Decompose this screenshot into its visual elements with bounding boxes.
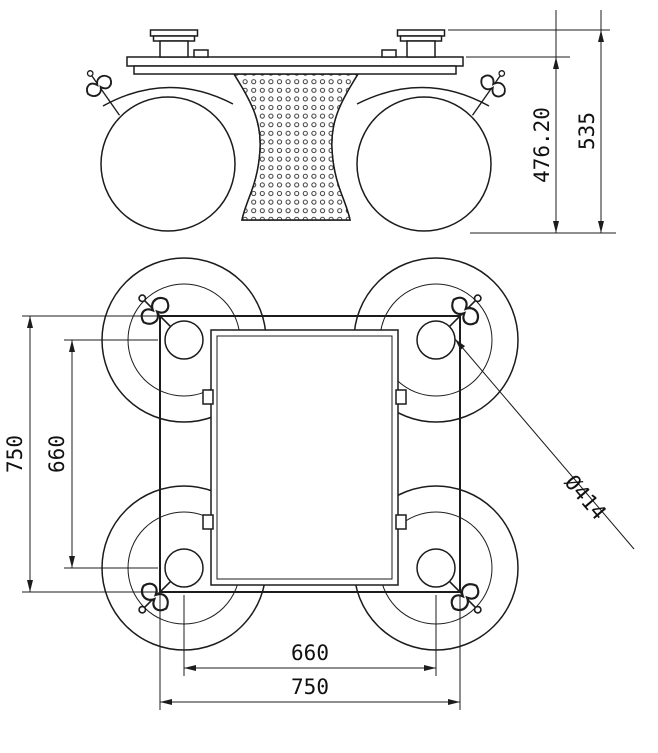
post-hole-top-left	[164, 320, 204, 360]
panel-clip-left-upper	[202, 389, 214, 405]
post-hole-bottom-left	[164, 548, 204, 588]
leader-line-diameter	[454, 338, 635, 550]
lid-clamp-right	[381, 49, 397, 58]
panel-clip-right-upper	[395, 389, 407, 405]
shoulder-arc-left	[102, 86, 234, 107]
vent-pipe-right	[396, 29, 446, 58]
front-elevation-view: 476.20 535	[76, 10, 616, 234]
float-sphere-right	[356, 96, 492, 232]
front-dimensions: 476.20 535	[448, 10, 616, 234]
dim-text-front-inner-height: 476.20	[530, 107, 554, 183]
access-panel-inner	[216, 335, 393, 580]
lid-clamp-left	[193, 49, 209, 58]
diameter-callout: Ø414	[454, 338, 635, 550]
dim-text-plan-inner-width: 660	[291, 641, 329, 665]
shoulder-arc-right	[356, 86, 490, 107]
vent-pipe-left	[149, 29, 199, 58]
post-hole-top-right	[416, 320, 456, 360]
dim-text-float-diameter: Ø414	[560, 470, 611, 524]
dim-text-plan-outer-height: 750	[3, 435, 27, 473]
mounting-frame	[159, 315, 461, 593]
perforated-column	[232, 73, 360, 221]
lid-plate-top	[126, 56, 464, 67]
panel-clip-right-lower	[395, 514, 407, 530]
dim-text-front-overall-height: 535	[575, 112, 599, 150]
float-sphere-left	[100, 96, 236, 232]
access-panel-outer	[210, 329, 399, 586]
dim-text-plan-inner-height: 660	[45, 435, 69, 473]
dim-text-plan-outer-width: 750	[291, 675, 329, 699]
plan-view: Ø414 750 660 660 750	[3, 257, 635, 710]
post-hole-bottom-right	[416, 548, 456, 588]
plan-bottom-dimensions: 660 750	[159, 595, 461, 710]
panel-clip-left-lower	[202, 514, 214, 530]
lid-plate-bottom	[133, 65, 457, 75]
plan-left-dimensions: 750 660	[3, 315, 158, 593]
